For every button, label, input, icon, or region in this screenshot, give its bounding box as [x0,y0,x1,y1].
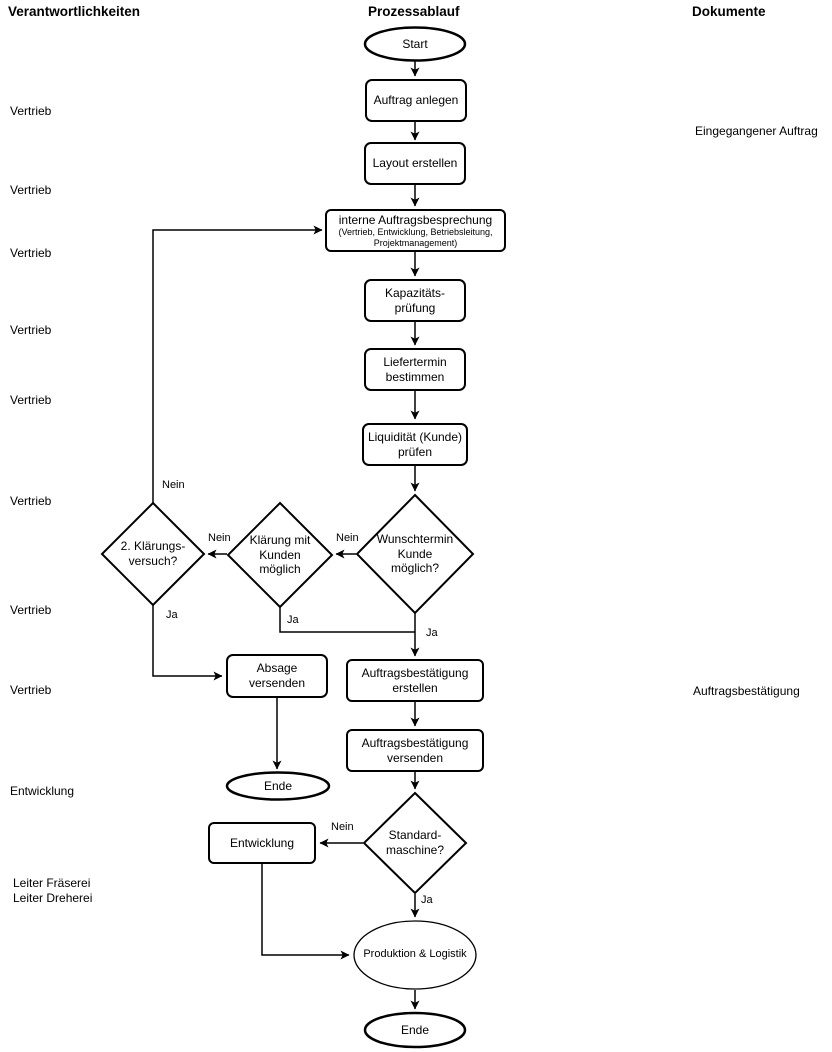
node-ab-versenden-label: Auftragsbestätigung versenden [361,735,469,765]
responsibility-label: Vertrieb [10,393,52,407]
edge-label-ja-klaerungsversuch: Ja [166,609,178,621]
node-kapazitaetspruefung-label: Kapazitäts- prüfung [384,285,446,315]
node-ab-versenden-shape [346,729,484,772]
node-interne-besprechung-subtitle: (Vertrieb, Entwicklung, Betriebsleitung,… [338,227,493,248]
node-liquiditaet-label: Liquidität (Kunde) prüfen [367,429,463,459]
document-label-eingegangener-auftrag: Eingegangener Auftrag [695,124,818,138]
node-ende-links-shape [225,771,331,801]
node-standardmaschine-label: Standard- maschine? [385,828,445,857]
node-auftrag-anlegen-shape [365,79,467,122]
node-produktion-shape [353,920,477,990]
edge-klaerungsversuch-absage-ja [152,605,223,681]
node-absage-shape [226,654,328,698]
edge-entwicklung-produktion [261,863,350,960]
column-header-dokumente: Dokumente [692,4,766,19]
responsibility-label: Vertrieb [10,494,52,508]
node-wunschtermin-label: Wunschtermin Kunde möglich? [376,532,454,576]
column-header-verantwortlichkeiten: Verantwortlichkeiten [8,4,141,19]
node-klaerung-label: Klärung mit Kunden möglich [249,533,311,577]
edge-label-nein-feedback: Nein [162,479,185,491]
node-interne-besprechung-title: interne Auftragsbesprechung [338,212,493,227]
responsibility-label: Vertrieb [10,183,52,197]
edge-label-ja-klaerung: Ja [287,614,299,626]
node-auftrag-anlegen-label: Auftrag anlegen [373,93,459,108]
responsibility-label: Vertrieb [10,603,52,617]
node-klaerungsversuch-shape [100,501,206,607]
node-interne-besprechung-shape [325,209,506,252]
node-start-shape [363,26,467,62]
node-klaerungsversuch-label: 2. Klärungs- versuch? [120,539,186,568]
node-interne-besprechung-label: interne Auftragsbesprechung (Vertrieb, E… [326,210,505,251]
edge-label-ja-standardmaschine: Ja [421,894,433,906]
node-absage-label: Absage versenden [248,661,306,690]
responsibility-label: Entwicklung [10,784,75,798]
node-ende-label: Ende [400,1022,430,1037]
responsibility-label: Vertrieb [10,104,52,118]
node-ende-shape [363,1011,467,1049]
node-liefertermin-shape [364,348,466,391]
column-header-prozessablauf: Prozessablauf [368,4,460,19]
node-start-label: Start [402,37,428,52]
responsibility-label: Vertrieb [10,683,52,697]
node-klaerung-shape [226,501,334,609]
node-layout-erstellen-shape [364,142,466,185]
responsibility-label: Vertrieb [10,323,52,337]
node-ab-erstellen-shape [346,659,484,702]
edge-label-ja-wunschtermin: Ja [426,627,438,639]
edge-klaerung-merge-ja [279,607,415,633]
document-label-auftragsbestaetigung: Auftragsbestätigung [693,684,800,698]
node-wunschtermin-shape [355,493,475,615]
node-liquiditaet-shape [362,423,468,466]
node-ende-links-label: Ende [263,779,293,794]
node-ab-erstellen-label: Auftragsbestätigung erstellen [361,665,469,695]
node-standardmaschine-shape [362,791,468,895]
responsibility-label: Vertrieb [10,246,52,260]
node-liefertermin-label: Liefertermin bestimmen [383,354,447,384]
node-entwicklung-shape [208,822,316,864]
edge-label-nein-standardmaschine: Nein [331,821,354,833]
edge-klaerungsversuch-besprechung-nein [152,225,323,503]
edge-label-nein-klaerung: Nein [208,532,231,544]
node-kapazitaetspruefung-shape [364,279,466,322]
node-layout-erstellen-label: Layout erstellen [372,156,458,171]
node-produktion-label: Produktion & Logistik [363,948,467,961]
edge-label-nein-wunschtermin: Nein [336,532,359,544]
responsibility-label: Leiter Fräserei Leiter Dreherei [13,876,93,905]
node-entwicklung-label: Entwicklung [229,835,295,850]
